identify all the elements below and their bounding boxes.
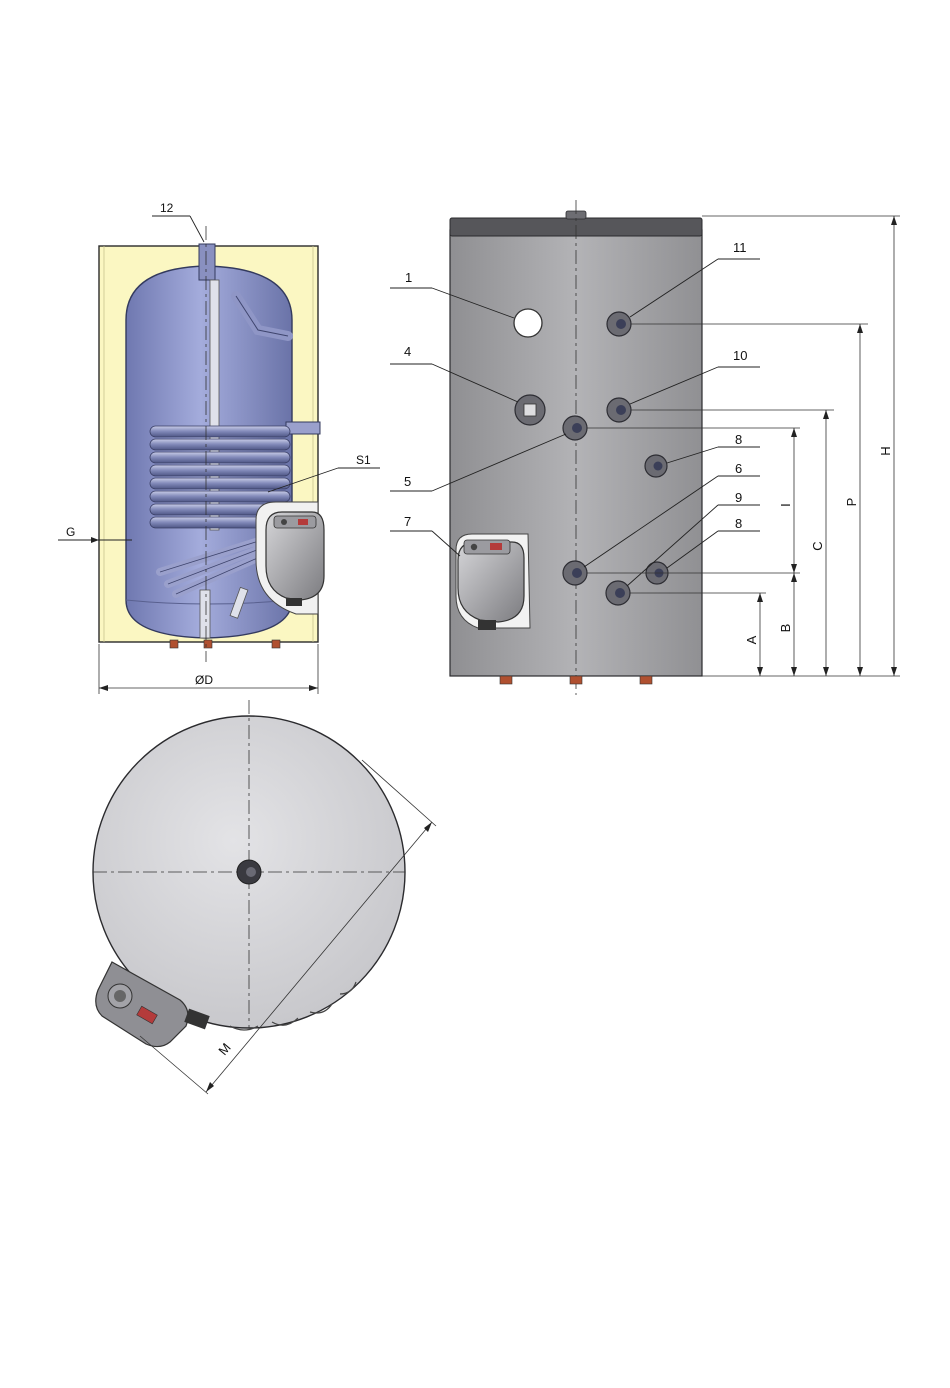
label-6: 6: [735, 461, 742, 476]
dimension-p: P: [844, 324, 863, 676]
port-1-sensor: [514, 309, 542, 337]
label-1: 1: [405, 270, 412, 285]
side-connection: [286, 422, 320, 434]
label-11: 11: [733, 240, 747, 255]
control-unit-7: [456, 534, 530, 630]
dim-label-m: M: [215, 1040, 233, 1058]
dim-label-h: H: [878, 446, 893, 455]
dimension-c: C: [810, 410, 829, 676]
label-8-upper: 8: [735, 432, 742, 447]
label-s1: S1: [356, 453, 371, 467]
label-10: 10: [733, 348, 747, 363]
exterior-view: 1 4 5 7 11 10 8 6 9 8: [390, 200, 900, 695]
label-4: 4: [404, 344, 411, 359]
label-g: G: [66, 525, 75, 539]
label-diameter: ØD: [195, 673, 213, 687]
dimension-h: H: [878, 216, 897, 676]
dimension-b: B: [778, 573, 797, 676]
label-5: 5: [404, 474, 411, 489]
label-9: 9: [735, 490, 742, 505]
cutaway-view: 12 S1 G ØD: [58, 201, 380, 694]
top-outlet-pipe: [199, 244, 215, 280]
dimension-i: I: [778, 428, 797, 573]
dimension-a: A: [744, 593, 763, 676]
dim-label-c: C: [810, 541, 825, 550]
label-8-lower: 8: [735, 516, 742, 531]
label-12: 12: [160, 201, 174, 215]
top-view: M: [93, 700, 436, 1094]
label-7: 7: [404, 514, 411, 529]
dim-label-b: B: [778, 624, 793, 633]
dim-label-p: P: [844, 498, 859, 507]
dim-label-i: I: [778, 503, 793, 507]
dim-label-a: A: [744, 635, 759, 644]
